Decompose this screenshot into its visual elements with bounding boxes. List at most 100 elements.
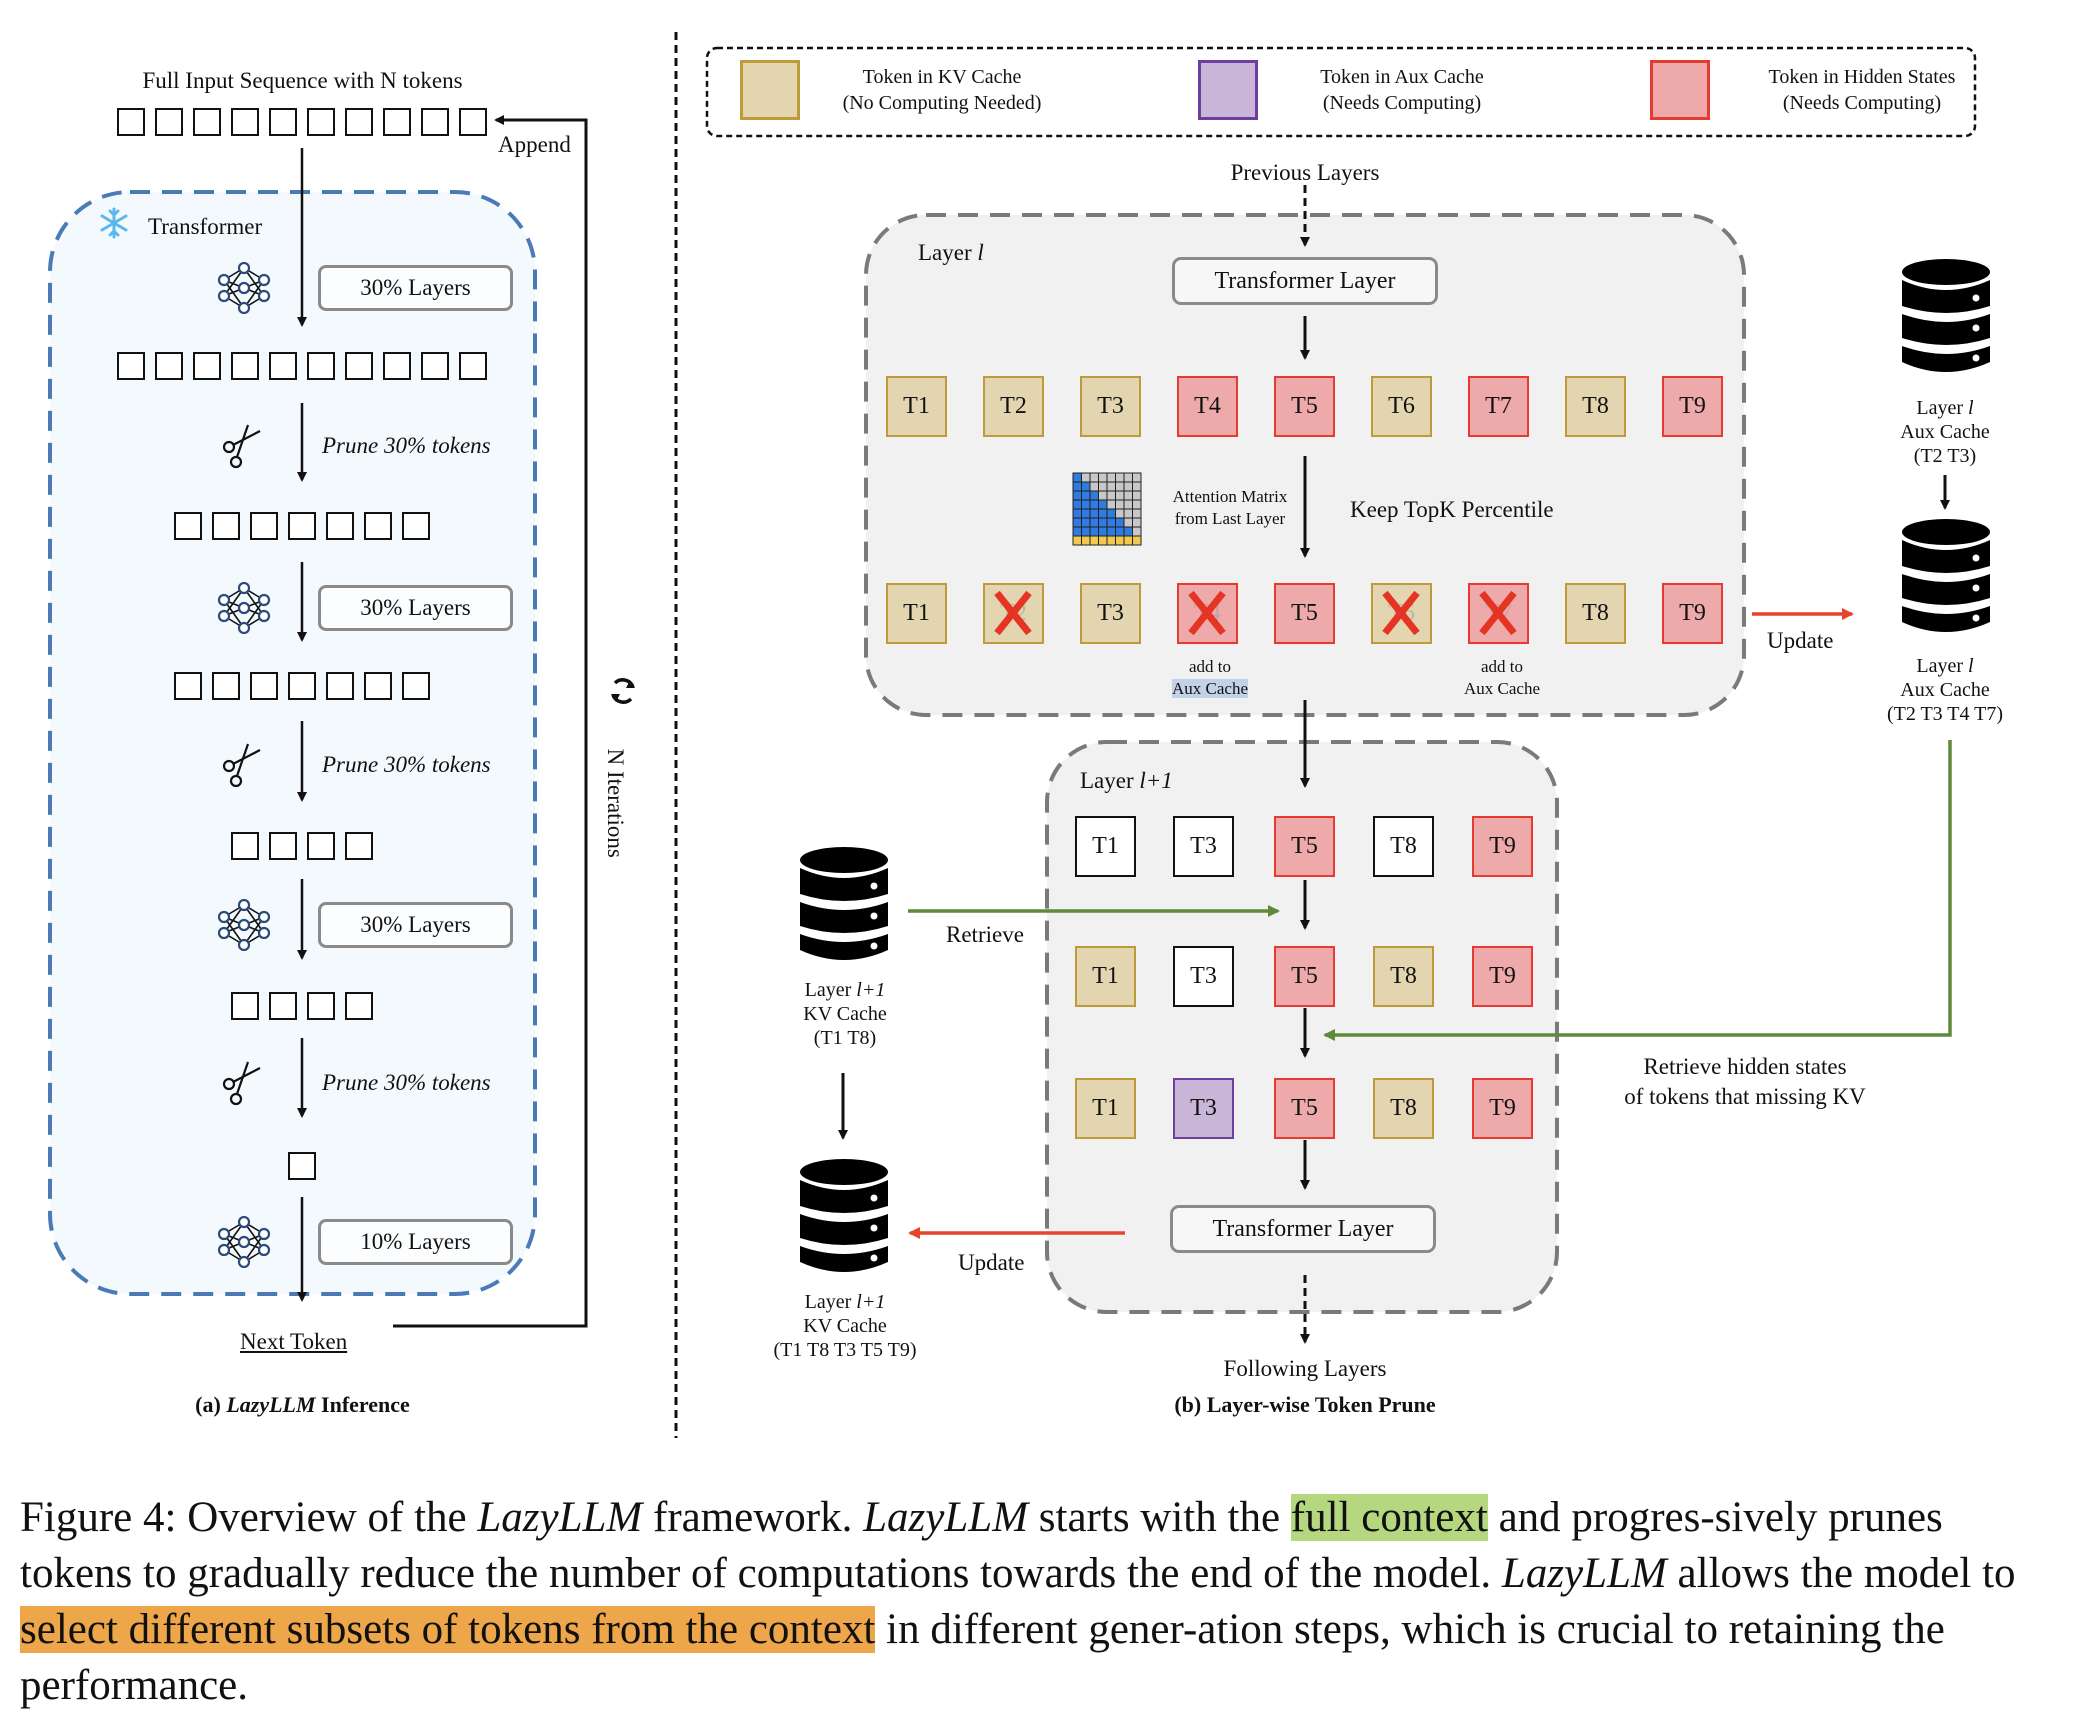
token-square	[383, 352, 411, 380]
token-t1: T1	[1075, 816, 1136, 877]
database-icon	[1898, 258, 1994, 381]
token-square	[307, 832, 335, 860]
update-label-bottom: Update	[958, 1250, 1025, 1275]
token-square	[288, 1152, 316, 1180]
token-square	[345, 832, 373, 860]
retrieve-hidden-label: Retrieve hidden states of tokens that mi…	[1624, 1054, 1866, 1109]
legend-label: Token in KV Cache(No Computing Needed)	[812, 64, 1072, 116]
legend-line: (Needs Computing)	[1322, 92, 1482, 114]
prune-step-label: Prune 30% tokens	[322, 1070, 491, 1095]
legend-label: Token in Aux Cache (Needs Computing)	[1272, 64, 1532, 116]
token-t9: T9	[1472, 816, 1533, 877]
token-square	[269, 108, 297, 136]
legend-line: Token in Aux Cache	[1320, 66, 1484, 88]
token-square	[307, 108, 335, 136]
token-square	[212, 512, 240, 540]
input-sequence-label: Full Input Sequence with N tokens	[142, 68, 463, 93]
token-t3: T3	[1173, 946, 1234, 1007]
token-t5: T5	[1274, 583, 1335, 644]
legend-line: Token in Hidden States	[1768, 66, 1956, 88]
neural-network-icon	[216, 898, 272, 956]
token-square	[307, 352, 335, 380]
token-t9: T9	[1662, 376, 1723, 437]
layers-step-box: 30% Layers	[318, 902, 513, 948]
token-t1: T1	[886, 583, 947, 644]
token-square	[402, 512, 430, 540]
kv-cache-before-label: Layer l+1 KV Cache (T1 T8)	[803, 979, 887, 1049]
token-t6: T6	[1371, 376, 1432, 437]
scissors-icon	[220, 742, 264, 793]
legend-label: Token in Hidden States(Needs Computing)	[1732, 64, 1992, 116]
retrieve-label: Retrieve	[946, 922, 1024, 947]
token-t9: T9	[1662, 583, 1723, 644]
legend-swatch	[1198, 60, 1258, 120]
token-t9: T9	[1472, 1078, 1533, 1139]
token-t6: T6	[1371, 583, 1432, 644]
update-label-top: Update	[1767, 628, 1834, 653]
token-square	[117, 108, 145, 136]
refresh-icon	[607, 675, 639, 707]
subcaption-a: (a) LazyLLM Inference	[195, 1392, 410, 1417]
token-square	[269, 832, 297, 860]
scissors-icon	[220, 1060, 264, 1111]
token-square	[307, 992, 335, 1020]
prune-step-label: Prune 30% tokens	[322, 433, 491, 458]
token-t4: T4	[1177, 583, 1238, 644]
following-layers-label: Following Layers	[1223, 1356, 1387, 1381]
token-t8: T8	[1373, 816, 1434, 877]
token-square	[269, 352, 297, 380]
attention-matrix-label: Attention Matrix from Last Layer	[1172, 487, 1288, 528]
aux-cache-before-label: Layer l Aux Cache (T2 T3)	[1900, 397, 1990, 467]
layer-l1-frame	[1045, 740, 1559, 1314]
snowflake-icon	[98, 207, 130, 239]
layer-l-title: Layer l	[918, 240, 984, 265]
transformer-label: Transformer	[148, 214, 263, 239]
token-square	[174, 672, 202, 700]
token-square	[174, 512, 202, 540]
pruned-x-icon	[1179, 585, 1236, 642]
token-t3: T3	[1173, 816, 1234, 877]
token-t1: T1	[1075, 946, 1136, 1007]
aux-cache-after-label: Layer l Aux Cache (T2 T3 T4 T7)	[1886, 655, 2004, 725]
token-square	[421, 108, 449, 136]
keep-topk-label: Keep TopK Percentile	[1350, 497, 1554, 522]
transformer-container	[48, 190, 537, 1296]
token-t9: T9	[1472, 946, 1533, 1007]
token-t1: T1	[886, 376, 947, 437]
token-t1: T1	[1075, 1078, 1136, 1139]
token-square	[459, 352, 487, 380]
token-square	[326, 512, 354, 540]
attention-matrix-icon	[1072, 472, 1142, 546]
kv-cache-after-label: Layer l+1 KV Cache (T1 T8 T3 T5 T9)	[773, 1291, 917, 1361]
append-loop-arrow	[393, 115, 588, 1328]
neural-network-icon	[216, 261, 272, 319]
token-square	[193, 352, 221, 380]
token-square	[459, 108, 487, 136]
token-t8: T8	[1565, 376, 1626, 437]
token-square	[231, 108, 259, 136]
token-square	[364, 512, 392, 540]
token-square	[155, 352, 183, 380]
token-t2: T2	[983, 583, 1044, 644]
next-token-label: Next Token	[240, 1329, 348, 1354]
token-square	[212, 672, 240, 700]
token-square	[155, 108, 183, 136]
token-square	[326, 672, 354, 700]
neural-network-icon	[216, 1215, 272, 1273]
token-square	[250, 512, 278, 540]
token-square	[345, 108, 373, 136]
layers-step-box: 30% Layers	[318, 265, 513, 311]
layers-step-box: 30% Layers	[318, 585, 513, 631]
pruned-x-icon	[1373, 585, 1430, 642]
token-square	[231, 832, 259, 860]
token-square	[364, 672, 392, 700]
token-square	[117, 352, 145, 380]
transformer-layer-box-l1: Transformer Layer	[1170, 1205, 1436, 1253]
previous-layers-label: Previous Layers	[1230, 160, 1380, 185]
layer-l1-title: Layer l+1	[1080, 768, 1173, 793]
token-square	[269, 992, 297, 1020]
retrieve-hidden-arrow	[1323, 740, 1952, 1041]
token-t2: T2	[983, 376, 1044, 437]
legend-line: (No Computing Needed)	[842, 92, 1042, 114]
subcaption-b: (b) Layer-wise Token Prune	[1174, 1392, 1436, 1417]
